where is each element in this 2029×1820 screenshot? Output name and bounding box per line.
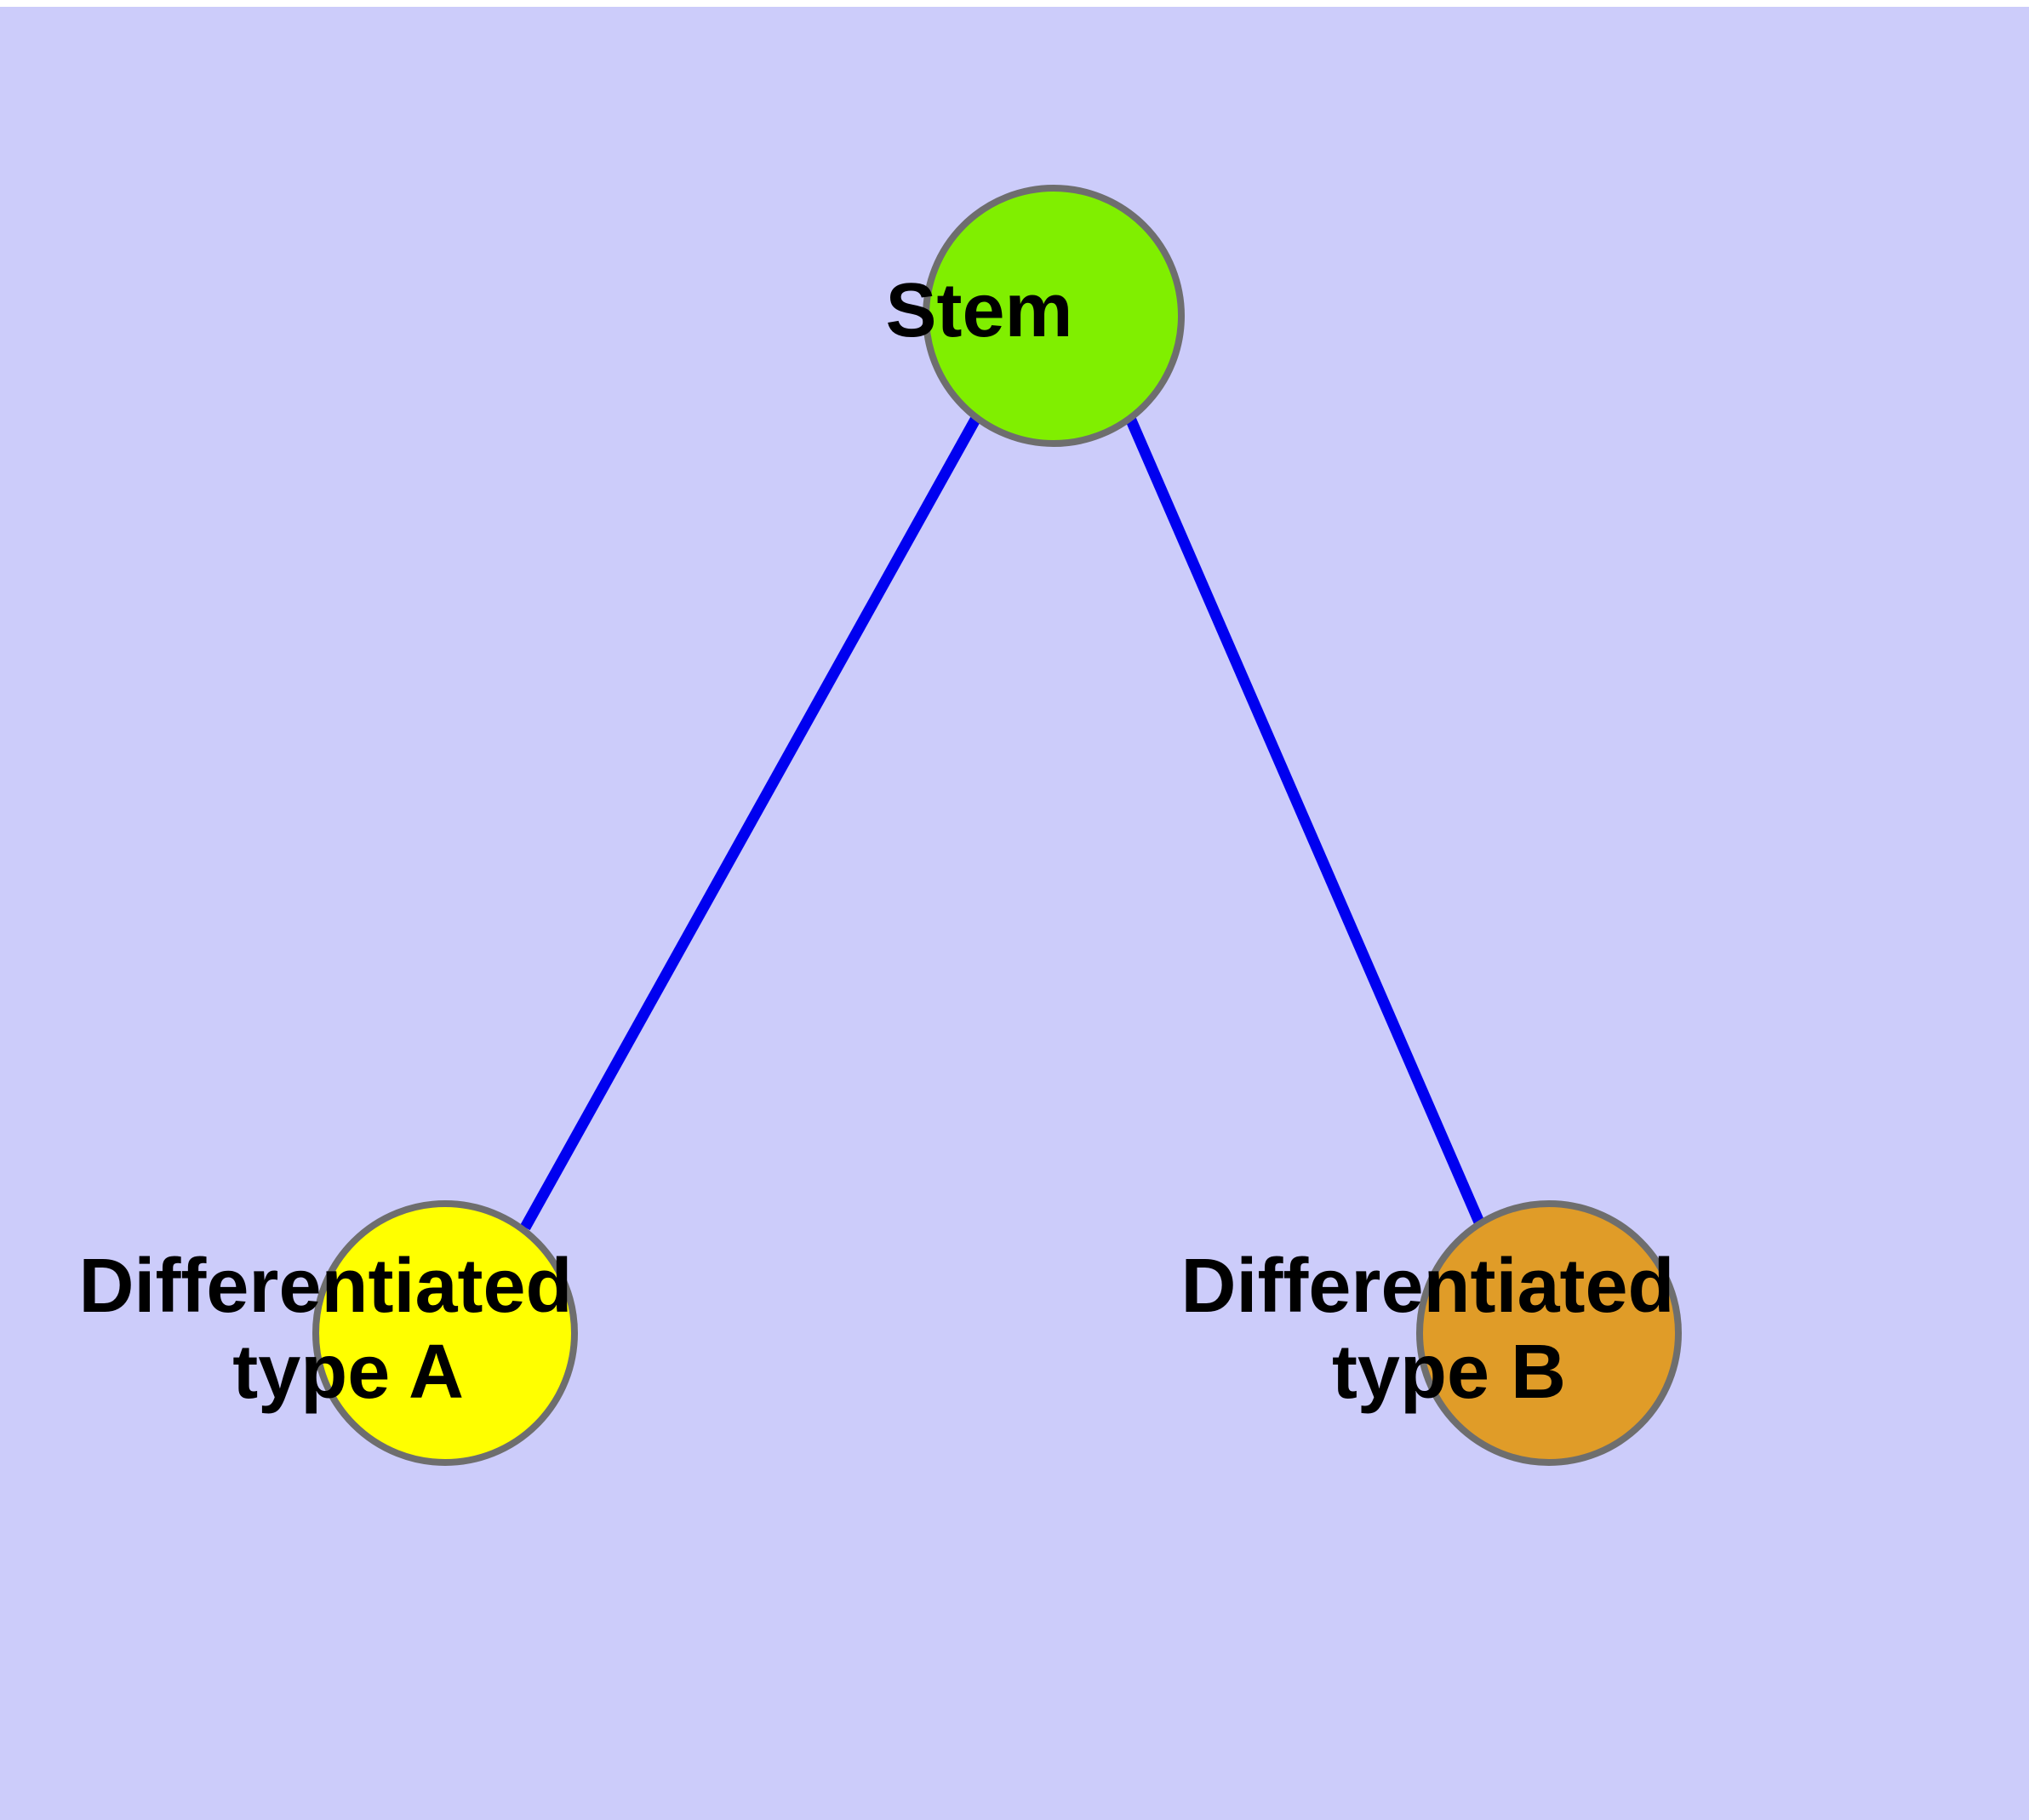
node-differentiated-type-b-circle[interactable] [1416, 1200, 1682, 1466]
node-stem-label-line-1: Stem [885, 268, 1072, 353]
node-stem-label: Stem [885, 268, 1221, 353]
label-layer: Stem Differentiated type A Differentiate… [78, 268, 1866, 1415]
node-stem-circle[interactable] [923, 185, 1185, 447]
node-differentiated-type-a[interactable] [312, 1200, 578, 1466]
node-differentiated-type-a-circle[interactable] [312, 1200, 578, 1466]
node-differentiated-type-a-label-line-2: type A [232, 1330, 462, 1415]
node-differentiated-type-b[interactable] [1416, 1200, 1682, 1466]
node-differentiated-type-b-label-line-2: type B [1332, 1330, 1566, 1415]
edge-stem-to-differentiated-type-b[interactable] [1124, 414, 1485, 1227]
edge-layer [520, 414, 1485, 1231]
node-differentiated-type-a-label: Differentiated type A [78, 1244, 763, 1415]
edge-stem-to-differentiated-type-a[interactable] [520, 415, 981, 1231]
node-differentiated-type-a-label-line-1: Differentiated [78, 1244, 572, 1329]
node-layer [312, 185, 1682, 1466]
node-stem[interactable] [923, 185, 1185, 447]
node-differentiated-type-b-label: Differentiated type B [1180, 1244, 1866, 1415]
node-differentiated-type-b-label-line-1: Differentiated [1180, 1244, 1674, 1329]
